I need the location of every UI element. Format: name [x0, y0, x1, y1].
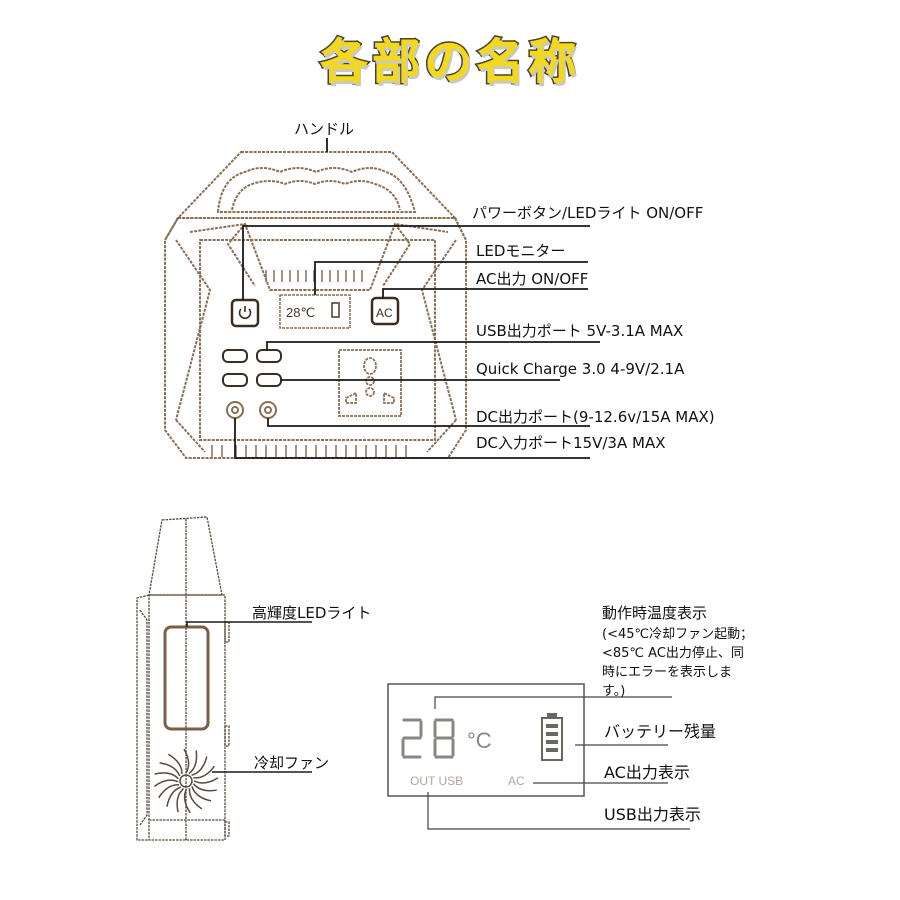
lcd-temp-unit: °C [467, 728, 492, 753]
lcd-digit-8 [433, 718, 455, 759]
label-handle: ハンドル [294, 120, 355, 138]
ac-socket-drawing [338, 349, 402, 417]
usb-ports-drawing [222, 349, 282, 387]
label-led-light: 高輝度LEDライト [252, 604, 372, 622]
lcd-out-usb-label: OUT USB [410, 774, 463, 788]
svg-text:28℃: 28℃ [286, 305, 315, 320]
label-temp-display-note-4: す。) [602, 684, 626, 699]
front-view-device [164, 151, 467, 459]
mini-lcd-drawing: 28℃ [279, 294, 351, 329]
battery-icon [541, 713, 563, 761]
label-dc-input: DC入力ポート15V/3A MAX [476, 434, 666, 452]
label-ac-output-switch: AC出力 ON/OFF [476, 270, 589, 288]
label-temp-display-note-1: (<45℃冷却ファン起動； [602, 627, 754, 642]
lcd-leader-lines [427, 696, 690, 830]
lcd-ac-label: AC [508, 774, 525, 788]
side-leader-lines [186, 621, 312, 773]
page-title: 各部の名称 [318, 33, 580, 92]
label-led-monitor: LEDモニター [476, 242, 566, 260]
label-battery-level: バッテリー残量 [604, 722, 717, 741]
label-temp-display-note-2: <85℃ AC出力停止、同 [602, 646, 744, 661]
label-usb-output: USB出力ポート 5V-3.1A MAX [476, 322, 684, 340]
side-view-device [136, 516, 230, 841]
ac-button-drawing: AC [370, 296, 400, 326]
front-leader-lines [234, 138, 600, 459]
lcd-digit-2 [401, 718, 423, 759]
label-temp-display-note-3: 時にエラーを表示しま [602, 665, 733, 680]
dc-ports-drawing [226, 401, 277, 419]
label-cooling-fan: 冷却ファン [254, 754, 330, 772]
label-dc-output: DC出力ポート(9-12.6v/15A MAX) [476, 408, 715, 426]
label-temp-display-title: 動作時温度表示 [602, 604, 708, 622]
label-quick-charge: Quick Charge 3.0 4-9V/2.1A [476, 360, 685, 378]
label-ac-output-indicator: AC出力表示 [604, 763, 690, 782]
cooling-fan-drawing [153, 748, 219, 814]
svg-text:AC: AC [376, 306, 393, 320]
power-button-drawing [230, 298, 260, 328]
label-power-button: パワーボタン/LEDライト ON/OFF [472, 204, 704, 222]
label-usb-output-indicator: USB出力表示 [604, 805, 701, 824]
